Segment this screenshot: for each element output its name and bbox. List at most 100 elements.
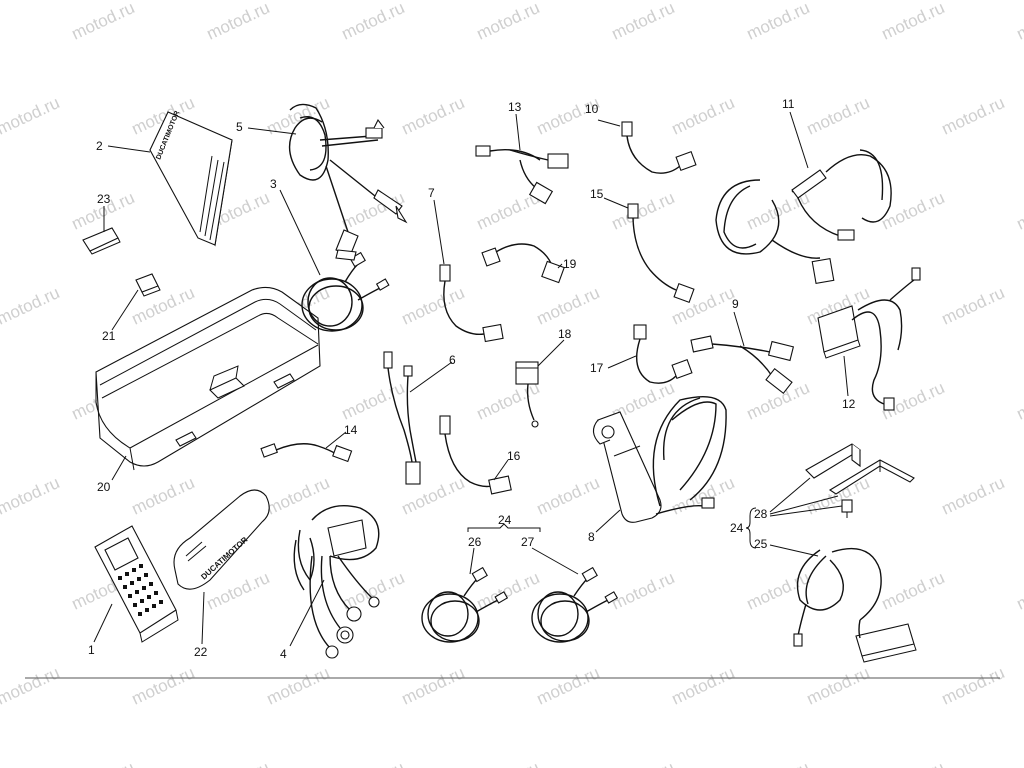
watermark-text: motod.ru (339, 0, 408, 44)
keypad-key (139, 564, 143, 568)
keypad-key (144, 573, 148, 577)
bracket-24-top (467, 523, 541, 532)
watermark-text: motod.ru (804, 663, 873, 709)
part-13-y-cable (475, 145, 569, 205)
part-9-y-cable (690, 335, 795, 395)
watermark-text: motod.ru (474, 0, 543, 44)
watermark-text: motod.ru (939, 663, 1008, 709)
watermark-text: motod.ru (264, 663, 333, 709)
part-number-19: 19 (563, 257, 577, 271)
keypad-key (138, 612, 142, 616)
watermark-text: motod.ru (744, 758, 813, 768)
watermark-text: motod.ru (534, 473, 603, 519)
part-number-3: 3 (270, 177, 277, 191)
watermark-text: motod.ru (0, 663, 62, 709)
keypad-key (132, 568, 136, 572)
watermark-text: motod.ru (0, 378, 2, 424)
part-number-25: 25 (754, 537, 768, 551)
watermark-text: motod.ru (1014, 0, 1024, 44)
watermark-text: motod.ru (609, 568, 678, 614)
watermark-text: motod.ru (879, 188, 948, 234)
part-25-box (793, 547, 917, 663)
part-number-24-top: 24 (498, 513, 512, 527)
watermark-text: motod.ru (129, 283, 198, 329)
part-number-1: 1 (88, 643, 95, 657)
part-3-coiled-cable (301, 251, 390, 332)
watermark-text: motod.ru (534, 663, 603, 709)
keypad-key (149, 582, 153, 586)
part-5-clamp-cable (288, 103, 408, 261)
part-14-short-cable (260, 443, 353, 463)
part-18-sensor (515, 361, 539, 428)
part-number-20: 20 (97, 480, 111, 494)
watermark-text: motod.ru (204, 758, 273, 768)
watermark-text: motod.ru (474, 758, 543, 768)
part-1-handheld-tester (94, 525, 179, 643)
part-number-9: 9 (732, 297, 739, 311)
watermark-text: motod.ru (669, 663, 738, 709)
part-number-22: 22 (194, 645, 208, 659)
watermark-text: motod.ru (1014, 188, 1024, 234)
part-4-multi-lead (293, 505, 380, 659)
watermark-text: motod.ru (264, 93, 333, 139)
watermark-text: motod.ru (1014, 568, 1024, 614)
watermark-text: motod.ru (0, 0, 2, 44)
part-number-13: 13 (508, 100, 522, 114)
part-number-24-right: 24 (730, 521, 744, 535)
watermark-text: motod.ru (0, 93, 62, 139)
part-10-cable (621, 121, 697, 174)
watermark-text: motod.ru (69, 0, 138, 44)
keypad-key (152, 604, 156, 608)
part-15-cable (627, 203, 695, 304)
keypad-key (133, 603, 137, 607)
part-number-4: 4 (280, 647, 287, 661)
part-number-27: 27 (521, 535, 535, 549)
watermark-text: motod.ru (1014, 758, 1024, 768)
keypad (118, 564, 163, 616)
part-19-cable (481, 243, 565, 284)
watermark-text: motod.ru (339, 758, 408, 768)
watermark-text: motod.ru (939, 283, 1008, 329)
watermark-text: motod.ru (399, 93, 468, 139)
part-12-module (817, 267, 921, 411)
watermark-text: motod.ru (669, 93, 738, 139)
part-number-11: 11 (782, 97, 795, 111)
keypad-key (147, 595, 151, 599)
part-17-cable (633, 324, 693, 384)
part-number-14: 14 (344, 423, 358, 437)
part-number-8: 8 (588, 530, 595, 544)
keypad-key (159, 600, 163, 604)
part-numbers: 2 23 21 5 3 20 1 22 4 14 7 6 16 13 19 18… (88, 97, 856, 661)
watermark-text: motod.ru (0, 568, 2, 614)
watermark-text: motod.ru (0, 283, 62, 329)
part-16-cable (439, 415, 512, 495)
keypad-key (123, 585, 127, 589)
watermark-text: motod.ru (879, 568, 948, 614)
part-21-clip (135, 273, 161, 297)
keypad-key (142, 586, 146, 590)
watermark-text: motod.ru (129, 473, 198, 519)
part-number-6: 6 (449, 353, 456, 367)
part-7-cable (439, 264, 504, 343)
part-number-26: 26 (468, 535, 482, 549)
watermark-text: motod.ru (879, 0, 948, 44)
watermark-text: motod.ru (939, 93, 1008, 139)
keypad-key (135, 590, 139, 594)
part-number-21: 21 (102, 329, 116, 343)
part-number-12: 12 (842, 397, 856, 411)
part-number-28: 28 (754, 507, 768, 521)
watermark-text: motod.ru (609, 188, 678, 234)
watermark-text: motod.ru (744, 568, 813, 614)
brace-24-right (745, 507, 757, 549)
part-2-manual: DUCATIMOTOR (149, 110, 233, 247)
keypad-key (137, 577, 141, 581)
part-20-case (95, 286, 321, 471)
part-6-twin-lead (383, 351, 421, 485)
watermark-text: motod.ru (534, 283, 603, 329)
part-26-coil (421, 566, 509, 643)
watermark-text: motod.ru (1014, 378, 1024, 424)
watermark-text: motod.ru (399, 283, 468, 329)
watermark-text: motod.ru (609, 0, 678, 44)
part-23-badge (82, 227, 121, 255)
